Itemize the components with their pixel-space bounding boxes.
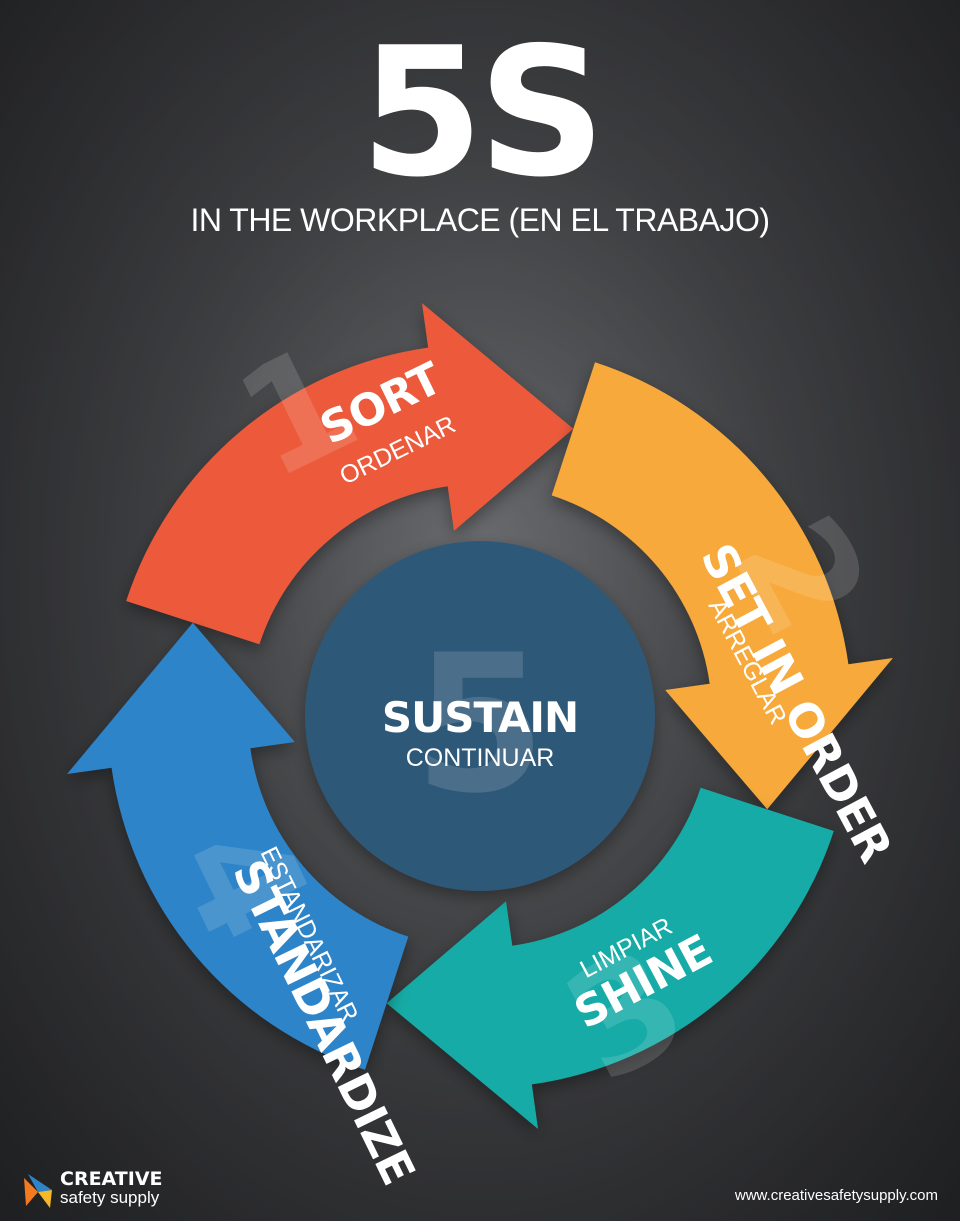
arrow-sort <box>126 303 574 645</box>
logo-mark-icon <box>24 1174 52 1208</box>
continuar-label: CONTINUAR <box>406 744 555 772</box>
page-subtitle: IN THE WORKPLACE (EN EL TRABAJO) <box>190 202 770 238</box>
center-step-number: 5 <box>414 614 546 835</box>
website-link[interactable]: www.creativesafetysupply.com <box>734 1187 938 1204</box>
sustain-label: SUSTAIN <box>382 693 578 742</box>
logo-text-safety-supply: safety supply <box>60 1188 160 1207</box>
arrow-standardize <box>67 622 409 1070</box>
arrow-shine <box>386 787 834 1129</box>
sustain-circle <box>305 541 655 891</box>
logo-text-creative: CREATIVE <box>60 1168 163 1190</box>
page-title: 5S <box>359 9 606 216</box>
arrow-set-in-order <box>551 362 893 810</box>
